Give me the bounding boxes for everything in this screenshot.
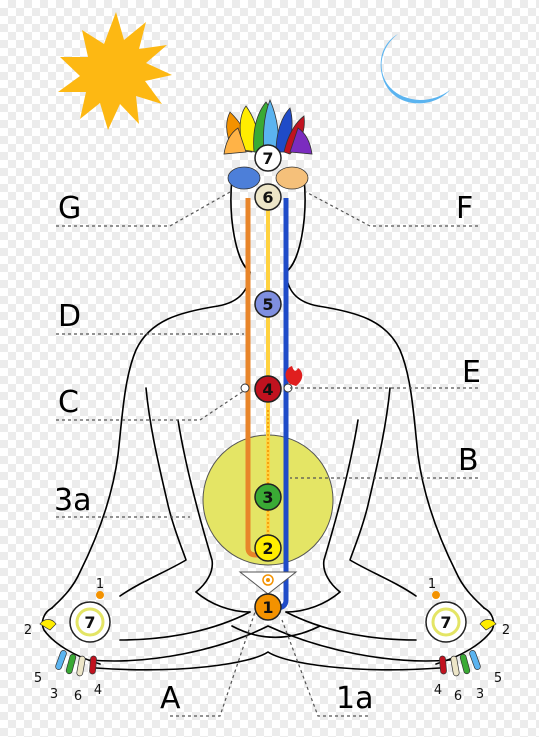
- label-e: E: [462, 355, 481, 390]
- svg-text:7: 7: [440, 613, 451, 632]
- root-triangle: [238, 571, 298, 595]
- svg-text:1: 1: [428, 577, 436, 592]
- label-3a: 3a: [54, 483, 91, 518]
- svg-text:6: 6: [74, 689, 82, 704]
- label-1a: 1a: [336, 681, 373, 716]
- svg-text:1: 1: [262, 598, 273, 617]
- svg-text:2: 2: [502, 623, 510, 638]
- crown-lotus: [223, 98, 313, 190]
- chakra-6: 6: [254, 183, 282, 211]
- label-g: G: [58, 191, 81, 226]
- svg-text:6: 6: [262, 188, 273, 207]
- svg-text:1: 1: [96, 577, 104, 592]
- ida-channel: [245, 198, 268, 558]
- chakra-7: 7: [254, 144, 282, 172]
- svg-text:3: 3: [50, 687, 58, 702]
- flame-icon: [285, 366, 303, 386]
- label-d: D: [58, 299, 81, 334]
- label-c: C: [58, 385, 79, 420]
- svg-text:3: 3: [476, 687, 484, 702]
- svg-text:5: 5: [262, 295, 273, 314]
- svg-text:4: 4: [434, 683, 442, 698]
- leader-lines: [56, 191, 478, 717]
- sun-icon: [58, 12, 172, 130]
- label-a: A: [160, 681, 181, 716]
- body-outline: [51, 177, 485, 671]
- moon-icon: [380, 34, 450, 104]
- chakra-5: 5: [254, 290, 282, 318]
- svg-text:2: 2: [24, 623, 32, 638]
- chakra-3: 3: [254, 483, 282, 511]
- chakra-4: 4: [254, 375, 282, 403]
- chakra-1: 1: [254, 593, 282, 621]
- left-hand: 7 1 2 5 3 6 4: [24, 577, 111, 704]
- svg-text:4: 4: [94, 683, 102, 698]
- svg-text:6: 6: [454, 689, 462, 704]
- svg-text:5: 5: [34, 671, 42, 686]
- label-b: B: [458, 443, 479, 478]
- svg-text:4: 4: [262, 380, 273, 399]
- label-f: F: [456, 191, 473, 226]
- svg-text:7: 7: [262, 149, 273, 168]
- right-hand: 7 1 2 4 6 3 5: [425, 577, 510, 704]
- svg-text:5: 5: [494, 671, 502, 686]
- chakra-2: 2: [254, 534, 282, 562]
- svg-text:2: 2: [262, 539, 273, 558]
- svg-text:3: 3: [262, 488, 273, 507]
- svg-text:7: 7: [84, 613, 95, 632]
